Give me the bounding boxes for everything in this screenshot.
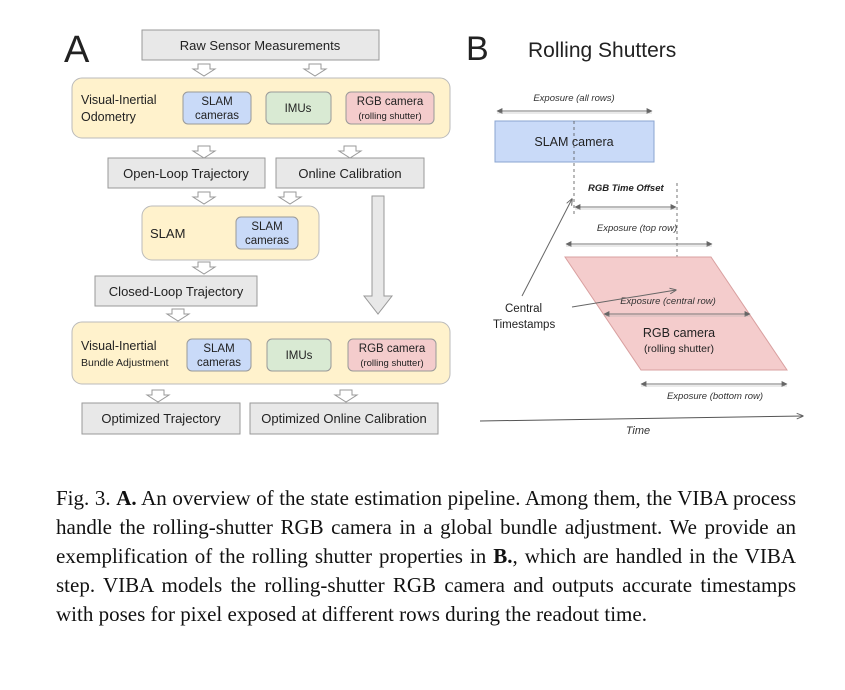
caption-a: A.	[116, 486, 137, 510]
flow-arrows	[145, 63, 363, 403]
rgb-offset-label: RGB Time Offset	[588, 183, 665, 194]
online-calibration-box: Online Calibration	[275, 157, 425, 189]
raw-sensor-box: Raw Sensor Measurements	[141, 29, 380, 61]
viba-rgb-2: (rolling shutter)	[360, 358, 423, 369]
optimized-trajectory-box: Optimized Trajectory	[81, 402, 241, 435]
central-label-2: Timestamps	[493, 319, 555, 331]
figure-caption: Fig. 3. A. An overview of the state esti…	[56, 484, 796, 629]
time-axis	[479, 416, 803, 422]
long-arrow	[362, 195, 394, 315]
viba-slam-1: SLAM	[203, 343, 234, 355]
raw-sensor-label: Raw Sensor Measurements	[180, 38, 341, 53]
exposure-all-label: Exposure (all rows)	[533, 93, 614, 104]
central-pointer-right	[571, 290, 676, 308]
slam-camera-rect	[494, 120, 655, 163]
optimized-calibration-label: Optimized Online Calibration	[261, 411, 426, 426]
caption-text-2: , which are handled in the VIBA step. VI…	[56, 544, 797, 626]
optimized-trajectory-label: Optimized Trajectory	[101, 411, 221, 426]
exposure-central-label: Exposure (central row)	[620, 296, 716, 307]
central-pointer-up	[521, 199, 572, 297]
panel-a-letter: A	[64, 29, 90, 71]
vio-rgb-1: RGB camera	[357, 96, 424, 108]
slam-cam-2: cameras	[245, 235, 289, 247]
viba-rgb-1: RGB camera	[359, 343, 426, 355]
vio-title-1: Visual-Inertial	[81, 93, 157, 107]
time-label: Time	[626, 425, 650, 437]
central-label-1: Central	[505, 303, 542, 315]
vio-imus: IMUs	[285, 103, 312, 115]
vio-rgb-2: (rolling shutter)	[358, 111, 421, 122]
viba-title-1: Visual-Inertial	[81, 339, 157, 353]
vio-title-2: Odometry	[81, 110, 137, 124]
slam-cam-1: SLAM	[251, 221, 282, 233]
viba-imus: IMUs	[286, 350, 313, 362]
viba-title-2: Bundle Adjustment	[81, 357, 169, 369]
vio-slam-2: cameras	[195, 110, 239, 122]
exposure-top-label: Exposure (top row)	[597, 223, 677, 234]
panel-b-letter: B	[466, 30, 489, 68]
open-loop-label: Open-Loop Trajectory	[123, 166, 249, 181]
slam-title: SLAM	[150, 226, 185, 241]
open-loop-box: Open-Loop Trajectory	[107, 157, 266, 189]
exposure-bottom-label: Exposure (bottom row)	[667, 391, 763, 402]
caption-fig: Fig. 3.	[56, 486, 111, 510]
optimized-calibration-box: Optimized Online Calibration	[249, 402, 439, 435]
vio-slam-1: SLAM	[201, 96, 232, 108]
slam-box: SLAM SLAM cameras	[141, 205, 320, 261]
viba-slam-2: cameras	[197, 357, 241, 369]
vio-box: Visual-Inertial Odometry SLAM cameras IM…	[71, 77, 451, 139]
closed-loop-label: Closed-Loop Trajectory	[109, 284, 244, 299]
caption-text-1: An overview of the state estimation pipe…	[56, 486, 797, 568]
closed-loop-box: Closed-Loop Trajectory	[94, 275, 258, 307]
viba-box: Visual-Inertial Bundle Adjustment SLAM c…	[71, 321, 451, 385]
panel-b-title: Rolling Shutters	[528, 39, 676, 62]
caption-b: B.	[493, 544, 513, 568]
figure-diagram: A Raw Sensor Measurements Visual-Inertia…	[64, 29, 845, 437]
rgb-camera-label-2: (rolling shutter)	[644, 343, 714, 355]
online-calibration-label: Online Calibration	[298, 166, 401, 181]
rgb-camera-label-1: RGB camera	[643, 326, 715, 340]
